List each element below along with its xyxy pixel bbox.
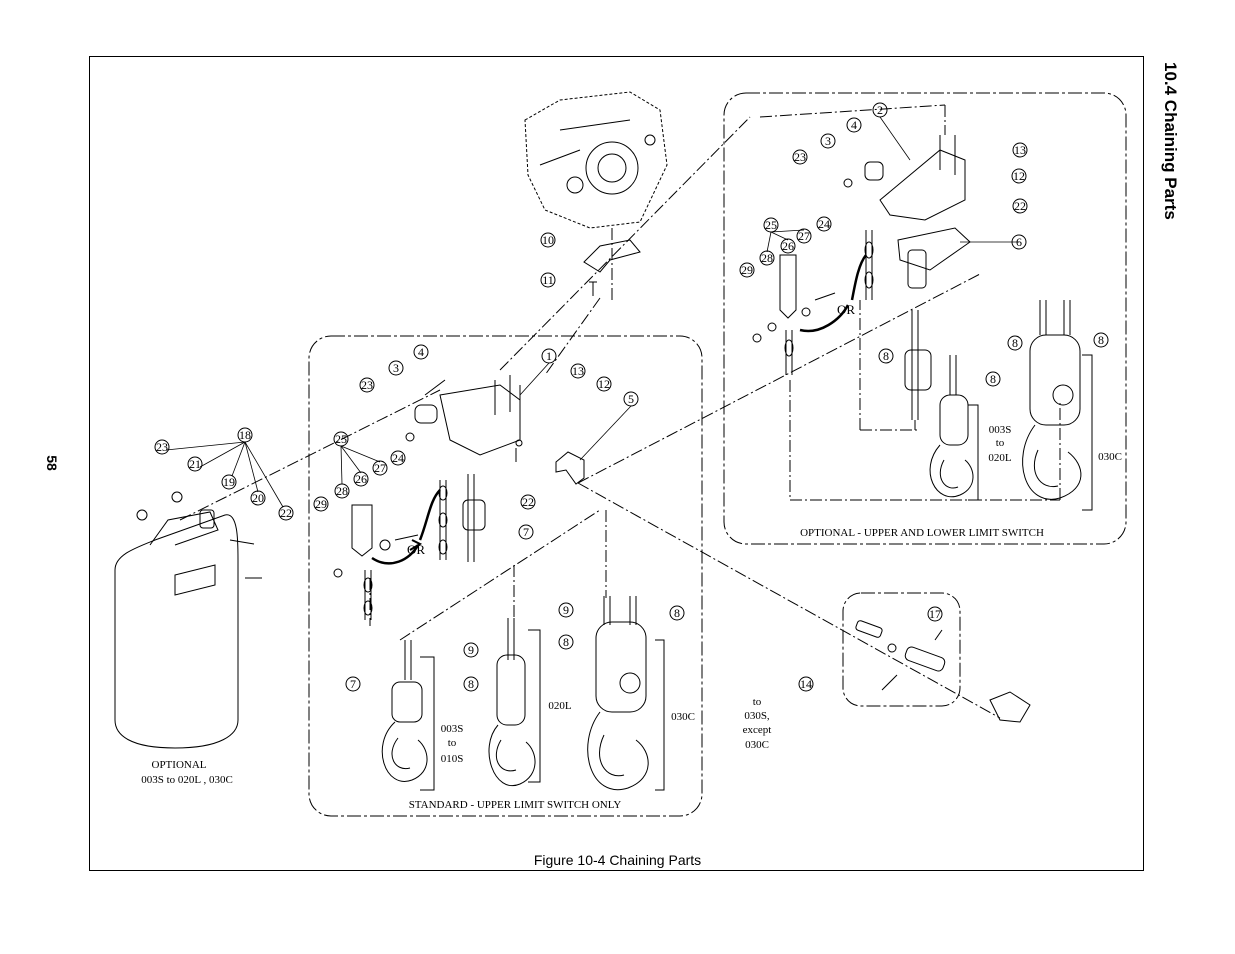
callout-13: 13 [572, 364, 584, 378]
callout-25: 25 [335, 432, 347, 446]
callout-26: 26 [355, 472, 367, 486]
capacity-010s: 010S [441, 753, 464, 765]
callout-12: 12 [1013, 169, 1025, 183]
standard-parts-drawing [333, 375, 665, 791]
capacity-to: to [448, 737, 457, 749]
adapter-label-2: 030S, [744, 710, 770, 722]
callout-23: 23 [156, 440, 168, 454]
callout-29: 29 [315, 497, 327, 511]
standard-group-box [308, 335, 703, 817]
clamp-plate-drawing [583, 239, 641, 273]
adapter-label-4: 030C [745, 739, 769, 751]
callout-4: 4 [418, 345, 424, 359]
or-label-standard: OR [407, 542, 425, 557]
standard-group-caption: STANDARD - UPPER LIMIT SWITCH ONLY [409, 799, 622, 811]
adapter-label-1: to [753, 696, 762, 708]
callout-28: 28 [761, 251, 773, 265]
callout-11: 11 [542, 273, 554, 287]
opt-capacity-020l: 020L [988, 452, 1012, 464]
callout-20: 20 [252, 491, 264, 505]
callout-2: 2 [877, 103, 883, 117]
callout-24: 24 [392, 451, 404, 465]
callout-28: 28 [336, 484, 348, 498]
callout-8: 8 [990, 372, 996, 386]
callout-23: 23 [794, 150, 806, 164]
capacity-020l: 020L [548, 700, 572, 712]
or-label-optional: OR [837, 302, 855, 317]
figure-caption: Figure 10-4 Chaining Parts [533, 852, 702, 868]
optional-container-caption-1: OPTIONAL [152, 759, 207, 771]
optional-limit-parts-drawing [752, 135, 1093, 511]
callout-9: 9 [563, 603, 569, 617]
capacity-003s: 003S [441, 723, 464, 735]
adapter-label-3: except [743, 724, 772, 736]
callout-19: 19 [223, 475, 235, 489]
callout-27: 27 [374, 461, 386, 475]
callout-8: 8 [1012, 336, 1018, 350]
callout-27: 27 [798, 229, 810, 243]
callout-8: 8 [674, 606, 680, 620]
callout-13: 13 [1014, 143, 1026, 157]
callout-29: 29 [741, 263, 753, 277]
callout-7: 7 [350, 677, 356, 691]
opt-capacity-to: to [996, 437, 1005, 449]
callout-14: 14 [800, 677, 812, 691]
callout-18: 18 [239, 428, 251, 442]
callout-17: 17 [929, 607, 941, 621]
callout-8: 8 [563, 635, 569, 649]
callout-22: 22 [280, 506, 292, 520]
opt-capacity-030c: 030C [1098, 451, 1122, 463]
callout-9: 9 [468, 643, 474, 657]
callout-8: 8 [1098, 333, 1104, 347]
callout-6: 6 [1016, 235, 1022, 249]
optional-limit-caption: OPTIONAL - UPPER AND LOWER LIMIT SWITCH [800, 527, 1044, 539]
callout-4: 4 [851, 118, 857, 132]
callout-23: 23 [361, 378, 373, 392]
callout-5: 5 [628, 392, 634, 406]
callout-3: 3 [825, 134, 831, 148]
callout-21: 21 [189, 457, 201, 471]
callout-3: 3 [393, 361, 399, 375]
callout-8: 8 [883, 349, 889, 363]
callout-8: 8 [468, 677, 474, 691]
callout-1: 1 [546, 349, 552, 363]
optional-limit-group-box [723, 92, 1127, 545]
figure-frame [89, 56, 1144, 871]
opt-capacity-003s: 003S [989, 424, 1012, 436]
optional-container-caption-2: 003S to 020L , 030C [141, 774, 233, 786]
callout-25: 25 [765, 218, 777, 232]
section-title: 10.4 Chaining Parts [1161, 62, 1180, 220]
callout-10: 10 [542, 233, 554, 247]
callout-7: 7 [523, 525, 529, 539]
callout-24: 24 [818, 217, 830, 231]
capacity-030c: 030C [671, 711, 695, 723]
hoist-body-drawing [524, 91, 668, 229]
callout-22: 22 [522, 495, 534, 509]
chain-container-drawing [114, 491, 262, 749]
callout-22: 22 [1014, 199, 1026, 213]
adapter-group-box [842, 592, 961, 707]
callout-26: 26 [782, 239, 794, 253]
callout-12: 12 [598, 377, 610, 391]
adapter-parts-drawing [855, 620, 1031, 723]
clamp-screw-drawing [589, 281, 597, 296]
